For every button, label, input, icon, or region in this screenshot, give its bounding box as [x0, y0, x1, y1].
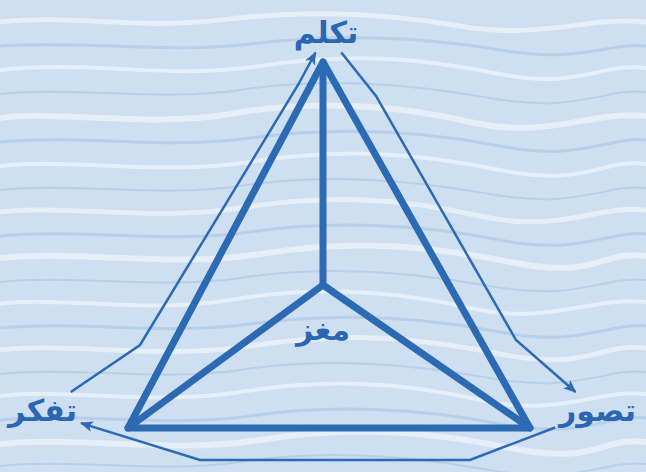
- water-shadows: [0, 38, 646, 472]
- flow-arrow: [81, 423, 555, 460]
- concept-word: تفكر: [8, 394, 77, 429]
- concept-word: تصور: [559, 394, 636, 429]
- triangle-figure: [128, 62, 530, 428]
- triangle-outline: [128, 62, 530, 428]
- concept-node: تكلم: [290, 14, 362, 53]
- center-label: مغز: [292, 311, 354, 350]
- inner-spoke: [323, 285, 530, 428]
- water-ripples: [0, 14, 646, 454]
- concept-node: تصور: [555, 392, 640, 431]
- concept-node: تفكر: [4, 392, 81, 431]
- concept-word: تكلم: [294, 16, 358, 51]
- flow-arrow: [71, 53, 316, 393]
- inner-spoke: [128, 285, 323, 428]
- inner-spoke: [320, 62, 327, 285]
- flow-arrow: [341, 53, 575, 393]
